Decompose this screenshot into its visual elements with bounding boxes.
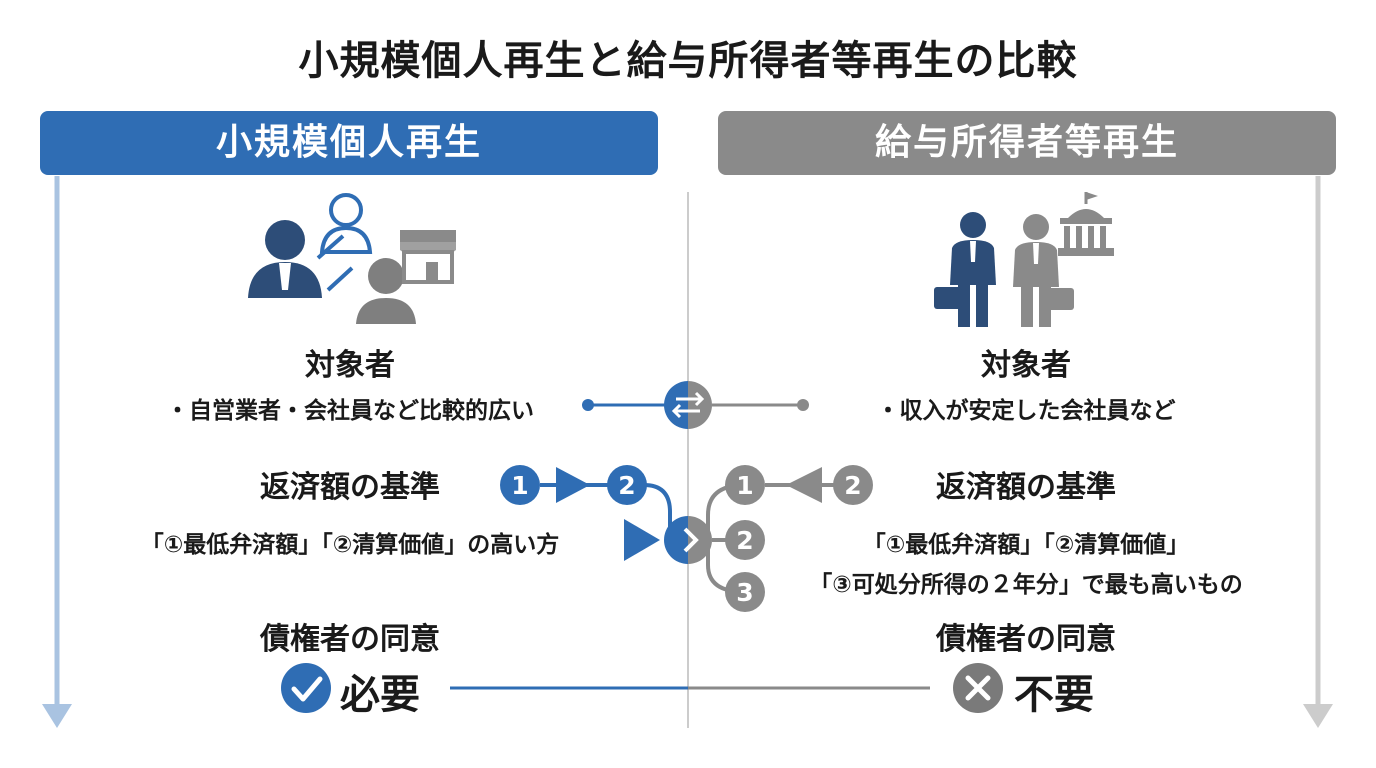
svg-text:3: 3 — [736, 578, 753, 607]
people-shop-icon — [248, 193, 456, 324]
left-consent-label: 債権者の同意 — [260, 622, 440, 657]
left-consent-value: 必要 — [340, 672, 420, 718]
right-header: 給与所得者等再生 — [718, 111, 1336, 175]
left-target-label: 対象者 — [305, 348, 395, 383]
page-title: 小規模個人再生と給与所得者等再生の比較 — [298, 38, 1078, 84]
step-badge — [725, 520, 765, 560]
salarymen-government-icon — [934, 192, 1114, 327]
right-consent-label: 債権者の同意 — [936, 622, 1116, 657]
right-criteria-text-1: 「①最低弁済額」「②清算価値」 — [862, 532, 1190, 558]
svg-text:1: 1 — [511, 471, 528, 500]
right-consent-value: 不要 — [1014, 672, 1094, 718]
right-target-text: ・収入が安定した会社員など — [876, 398, 1176, 424]
left-criteria-label: 返済額の基準 — [260, 470, 440, 505]
target-connector — [582, 399, 809, 411]
right-criteria-label: 返済額の基準 — [936, 470, 1116, 505]
step-badge — [833, 465, 873, 505]
exchange-arrows-icon — [664, 381, 712, 429]
right-criteria-flow: 1 2 2 3 — [706, 465, 873, 612]
svg-text:2: 2 — [844, 471, 861, 500]
right-target-label: 対象者 — [981, 348, 1071, 383]
svg-text:2: 2 — [736, 526, 753, 555]
left-criteria-text: 「①最低弁済額」「②清算価値」の高い方 — [140, 532, 560, 558]
check-circle-icon — [281, 663, 331, 713]
cross-circle-icon — [953, 663, 1003, 713]
svg-text:2: 2 — [618, 471, 635, 500]
right-down-arrow — [1303, 176, 1333, 728]
step-badge — [725, 572, 765, 612]
svg-text:1: 1 — [736, 471, 753, 500]
step-badge — [500, 465, 540, 505]
step-badge — [607, 465, 647, 505]
left-down-arrow — [42, 176, 72, 728]
left-header: 小規模個人再生 — [40, 111, 658, 175]
left-target-text: ・自営業者・会社員など比較的広い — [166, 398, 534, 424]
step-badge — [725, 465, 765, 505]
right-criteria-text-2: 「③可処分所得の２年分」で最も高いもの — [809, 572, 1243, 598]
